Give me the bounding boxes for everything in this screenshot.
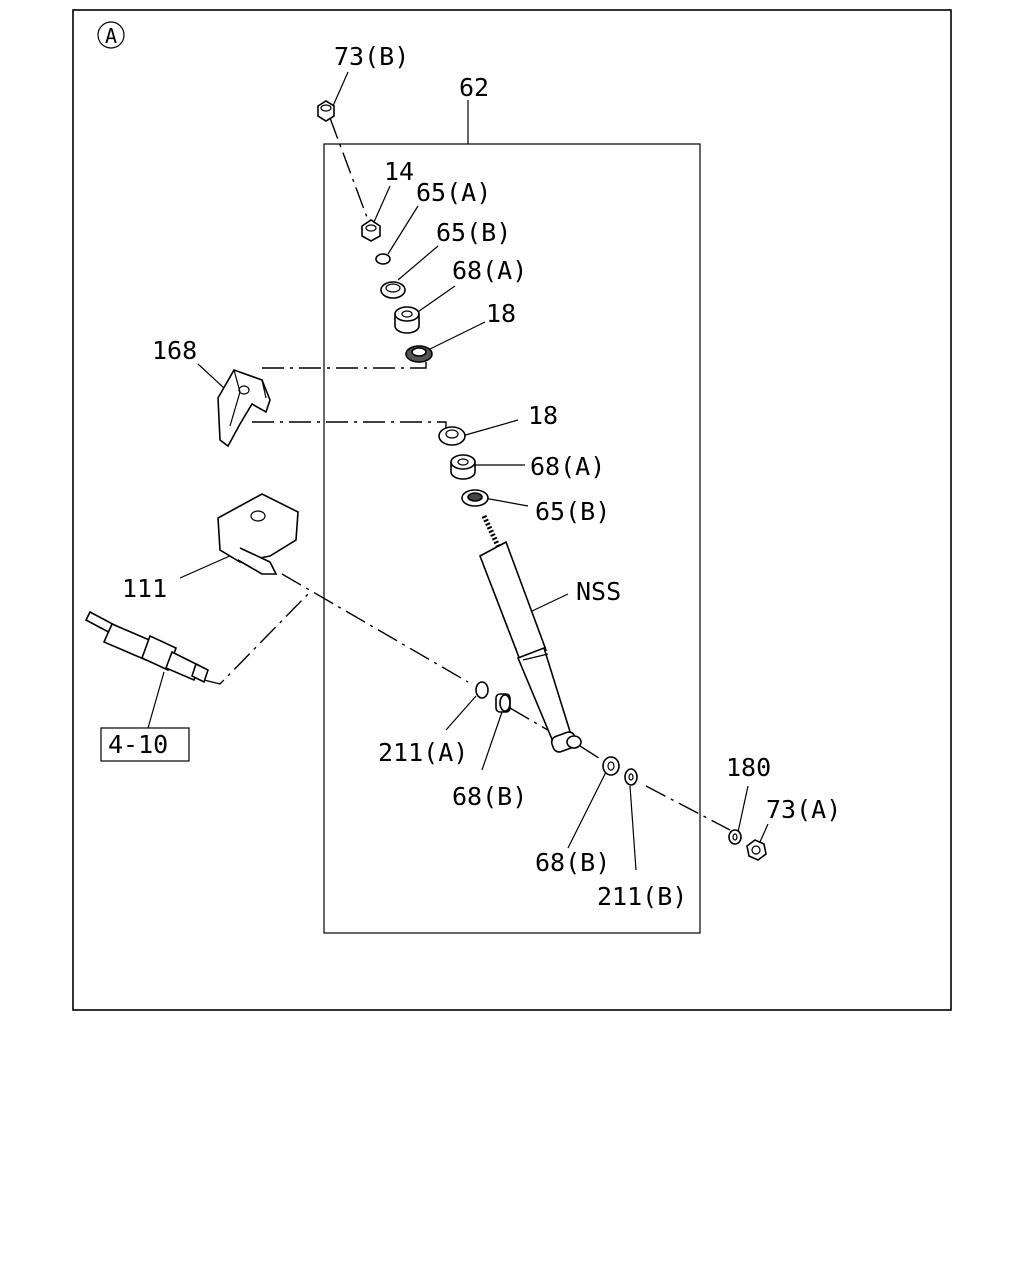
callout-18-mid: 18 xyxy=(528,401,558,430)
callout-211a: 211(A) xyxy=(378,738,468,767)
leader-lines xyxy=(147,71,769,871)
callout-14: 14 xyxy=(384,157,414,186)
nut-73b xyxy=(317,100,335,122)
washer-65a xyxy=(375,253,391,265)
callout-68a-mid: 68(A) xyxy=(530,452,605,481)
callout-65b-top: 65(B) xyxy=(436,218,511,247)
view-marker: A xyxy=(97,21,125,49)
bushing-68a-mid xyxy=(450,454,476,480)
washer-65b-top xyxy=(380,281,406,299)
washer-65b-mid xyxy=(461,489,489,507)
washer-180 xyxy=(728,829,742,845)
bolt-4-10 xyxy=(84,610,209,684)
diagram-frame xyxy=(72,9,952,1011)
callout-68b-right: 68(B) xyxy=(535,848,610,877)
callout-65a: 65(A) xyxy=(416,178,491,207)
callout-73b: 73(B) xyxy=(334,42,409,71)
callout-68a-top: 68(A) xyxy=(452,256,527,285)
washer-211a xyxy=(475,681,489,699)
callout-168: 168 xyxy=(152,336,197,365)
washer-211b xyxy=(624,768,638,786)
reference-box-4-10 xyxy=(100,727,190,762)
retainer-18-mid xyxy=(438,426,466,446)
retainer-18-top xyxy=(405,345,433,363)
bracket-168 xyxy=(217,369,271,448)
callout-4-10: 4-10 xyxy=(108,730,168,759)
callout-180: 180 xyxy=(726,753,771,782)
callout-nss: NSS xyxy=(576,577,621,606)
shock-absorber-nss xyxy=(479,514,582,753)
bushing-68b-left xyxy=(495,693,511,713)
bushing-68a-top xyxy=(394,306,420,334)
callout-18-top: 18 xyxy=(486,299,516,328)
bracket-111 xyxy=(217,493,299,575)
nut-14 xyxy=(361,219,381,242)
view-marker-label: A xyxy=(105,24,117,48)
callout-211b: 211(B) xyxy=(597,882,687,911)
callout-111: 111 xyxy=(122,574,167,603)
callout-62: 62 xyxy=(459,73,489,102)
nut-73a xyxy=(746,839,767,861)
callout-65b-mid: 65(B) xyxy=(535,497,610,526)
callout-68b-left: 68(B) xyxy=(452,782,527,811)
bushing-68b-right xyxy=(602,756,620,776)
callout-73a: 73(A) xyxy=(766,795,841,824)
group-box-62 xyxy=(323,143,701,934)
